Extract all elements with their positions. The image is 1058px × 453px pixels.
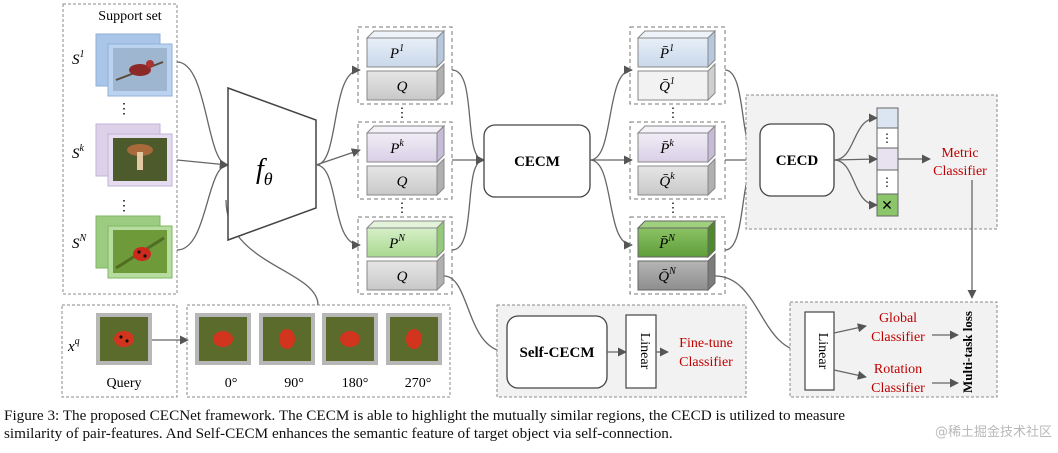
rotation-image-90 [259,313,315,365]
metric-classifier-label-2: Classifier [933,164,987,179]
rotation-label-270: 270° [405,376,432,391]
rotation-image-180 [322,313,378,365]
support-dots-1: ⋮ [117,102,131,117]
enhanced-pk-label: P̄k [659,138,674,157]
arrow-encoder-to-pn [315,164,361,250]
arrow-cecd-to-score-k [833,154,878,164]
arrow-sn-to-encoder [176,160,229,251]
arrow-cecm-to-pnbar [589,159,633,250]
caption-line-2: similarity of pair-features. And Self-CE… [4,425,673,442]
finetune-classifier-label-2: Classifier [679,355,733,370]
enhanced-pn-label: P̄N [658,233,676,252]
metric-check-mark: ✕ [881,198,893,214]
global-classifier-label-2: Classifier [871,330,925,345]
feature-q-label-n: Q [397,269,408,285]
arrow-sk-to-encoder [176,159,229,169]
arrow-linear-to-rotation [833,369,867,380]
support-sn-label: SN [72,233,88,252]
cecd-label: CECD [776,153,819,169]
aux-linear-box [804,311,835,391]
query-xq-label: xq [67,336,80,355]
arrow-cecm-to-p1bar [589,65,633,161]
support-set-title: Support set [98,9,162,24]
arrow-cecd-to-score-1 [833,113,878,161]
rotation-image-270 [386,313,442,365]
enhanced-qn-block [637,252,716,292]
support-s1-label: S1 [72,49,85,68]
feature-q-label-1: Q [397,79,408,95]
feature-pn-label: PN [388,233,406,252]
cecm-label: CECM [514,154,560,170]
metric-score-column [876,107,899,217]
query-panel [61,304,178,398]
query-image [96,313,152,365]
global-classifier-label-1: Global [879,311,917,326]
support-set-panel [62,3,178,295]
metric-classifier-label-1: Metric [941,146,978,161]
rotation-image-0 [195,313,251,365]
feature-q-label-k: Q [397,174,408,190]
metric-dots-2: ⋮ [881,175,893,189]
feature-q-block-k [366,157,445,197]
support-image-bird [95,33,173,97]
feature-dots-2: ⋮ [396,200,409,215]
support-image-mushroom [95,123,173,187]
enhanced-pn-block [636,219,717,259]
enhanced-p1-label: P̄1 [659,43,674,62]
rotation-label-0: 0° [225,376,238,391]
enhanced-qk-label: Q̄k [659,171,675,190]
query-label: Query [107,376,142,391]
enhanced-pk-block [636,124,717,164]
enhanced-qk-block [637,157,716,197]
multitask-loss-label: Multi-task loss [960,311,975,393]
feature-dots-1: ⋮ [396,105,409,120]
figure-caption: Figure 3: The proposed CECNet framework.… [4,407,1054,443]
feature-pn-block [365,219,446,259]
support-image-ladybug [95,215,173,279]
feature-q-block-1 [366,62,445,102]
arrow-cecd-to-score-n [833,159,878,210]
self-cecm-label: Self-CECM [520,345,595,361]
caption-line-1: Figure 3: The proposed CECNet framework.… [4,407,845,424]
aux-linear-label: Linear [815,333,830,370]
feature-pk-label: Pk [389,138,404,157]
feature-group-n [357,216,453,295]
rotation-classifier-label-1: Rotation [874,362,922,377]
enhanced-qn-label: Q̄N [658,266,677,285]
feature-p1-block [365,29,446,69]
arrow-linear-to-global [833,323,867,334]
enhanced-p1-block [636,29,717,69]
rotation-label-180: 180° [342,376,369,391]
enhanced-q1-block [637,62,716,102]
rotation-label-90: 90° [284,376,304,391]
watermark: @稀土掘金技术社区 [934,425,1052,440]
metric-dots-1: ⋮ [881,131,893,145]
finetune-linear-box [625,314,657,389]
arrow-qn-to-self-cecm [443,275,506,356]
arrow-s1-to-encoder [176,61,229,170]
feature-pk-block [365,124,446,164]
enhanced-dots-2: ⋮ [667,200,680,215]
arrow-pn-to-cecm [451,155,485,251]
arrow-encoder-to-pk [315,148,361,166]
enhanced-group-n [629,216,726,295]
enhanced-group-1 [629,26,726,105]
arrow-p1-to-cecm [451,69,485,165]
enhanced-dots-1: ⋮ [667,105,680,120]
feature-p1-label: P1 [389,43,404,62]
feature-group-1 [357,26,453,105]
finetune-classifier-label-1: Fine-tune [679,336,733,351]
encoder-label: fθ [256,154,273,189]
feature-q-block-n [366,252,445,292]
enhanced-q1-label: Q̄1 [659,76,675,95]
cecnet-diagram: Support set S1 ⋮ Sk ⋮ SN xq [61,3,998,398]
arrow-encoder-to-p1 [315,65,361,166]
feature-group-k [357,121,453,200]
finetune-linear-label: Linear [637,333,652,370]
support-dots-2: ⋮ [117,199,131,214]
support-sk-label: Sk [72,143,85,162]
rotation-classifier-label-2: Classifier [871,381,925,396]
cecm-module [483,124,591,198]
encoder-trapezoid [227,86,317,242]
